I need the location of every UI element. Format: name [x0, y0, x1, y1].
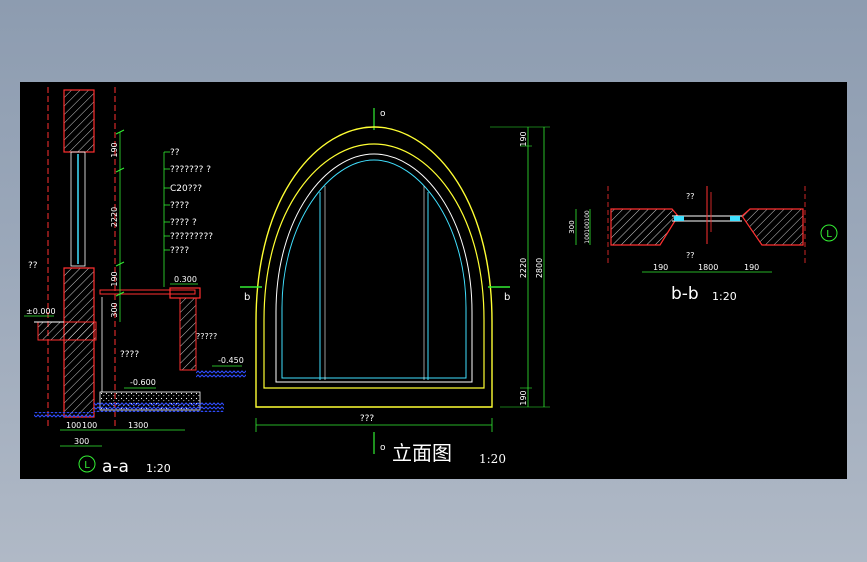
section-bb: ?? ?? 300 100 100 100 190 1800 190 L b-b… [568, 186, 838, 304]
aa-level-left: ±0.000 [26, 307, 56, 316]
aa-dim-2220: 2220 [110, 207, 119, 227]
aa-legend-6: ???? [170, 246, 189, 256]
aa-pool-note2: ????? [196, 332, 217, 341]
aa-level-top: 0.300 [174, 275, 197, 284]
cad-drawing-canvas[interactable]: 190 2220 190 300 ?? ??????? ? C20??? ???… [20, 82, 847, 479]
aa-level-bottom: -0.600 [130, 378, 156, 387]
elevation-scale: 1:20 [479, 452, 506, 466]
bb-dim-300: 300 [568, 220, 576, 233]
aa-dim-bottom-2: 1300 [128, 421, 148, 430]
bb-scale: 1:20 [712, 290, 737, 303]
bb-dim-190-left: 190 [653, 263, 668, 272]
arch-outer [255, 126, 493, 408]
upper-wall-pier [63, 89, 95, 153]
aa-left-note: ?? [28, 261, 38, 271]
section-aa: 190 2220 190 300 ?? ??????? ? C20??? ???… [24, 87, 246, 477]
aa-grid-marker: L [84, 460, 90, 471]
bb-dim-100-a: 100 [584, 210, 591, 222]
elev-axis-top: o [380, 109, 386, 119]
elevation-title: 立面图 [392, 441, 452, 465]
aa-legend-1: ??????? ? [170, 165, 211, 175]
aa-legend-3: ???? [170, 201, 189, 211]
aa-dim-300: 300 [110, 302, 119, 317]
aa-legend-5: ????????? [170, 232, 213, 242]
aa-pool-note: ???? [120, 350, 139, 360]
elev-dim-2220: 2220 [519, 258, 528, 278]
bb-mid-note: ?? [686, 251, 695, 260]
bb-right-wall [741, 208, 804, 246]
elev-width-label: ??? [360, 414, 375, 424]
aa-dim-190-top: 190 [110, 142, 119, 157]
bb-dim-1800: 1800 [698, 263, 718, 272]
aa-title: a-a [102, 457, 129, 477]
bb-left-wall [610, 208, 679, 246]
elevation-view: o b b 190 2220 190 2800 ??? [240, 108, 550, 466]
bb-title: b-b [671, 284, 699, 304]
aa-dim-bottom-0: 100 [66, 421, 81, 430]
aa-legend-0: ?? [170, 148, 180, 158]
aa-scale: 1:20 [146, 462, 171, 475]
aa-dim-total-bottom: 300 [74, 437, 89, 446]
aa-dim-190-bottom: 190 [110, 271, 119, 286]
elev-dim-total: 2800 [535, 258, 544, 278]
aa-dim-bottom-1: 100 [82, 421, 97, 430]
elev-cut-left: b [244, 292, 250, 303]
bb-dim-100-c: 100 [584, 232, 591, 244]
elev-cut-right: b [504, 292, 510, 303]
lower-wall [63, 267, 95, 418]
bb-grid-marker: L [826, 229, 832, 240]
bb-dim-100-b: 100 [584, 221, 591, 233]
arch-glass [281, 159, 467, 379]
elev-axis-bottom: o [380, 443, 386, 453]
aa-legend-4: ???? ? [170, 218, 197, 228]
drawing-svg: 190 2220 190 300 ?? ??????? ? C20??? ???… [24, 87, 838, 477]
bb-dim-190-right: 190 [744, 263, 759, 272]
aa-level-water: -0.450 [218, 356, 244, 365]
bb-top-note: ?? [686, 192, 695, 201]
elev-dim-190-top: 190 [519, 131, 528, 146]
elev-dim-190-bottom: 190 [519, 390, 528, 405]
aa-legend-2: C20??? [170, 184, 202, 194]
